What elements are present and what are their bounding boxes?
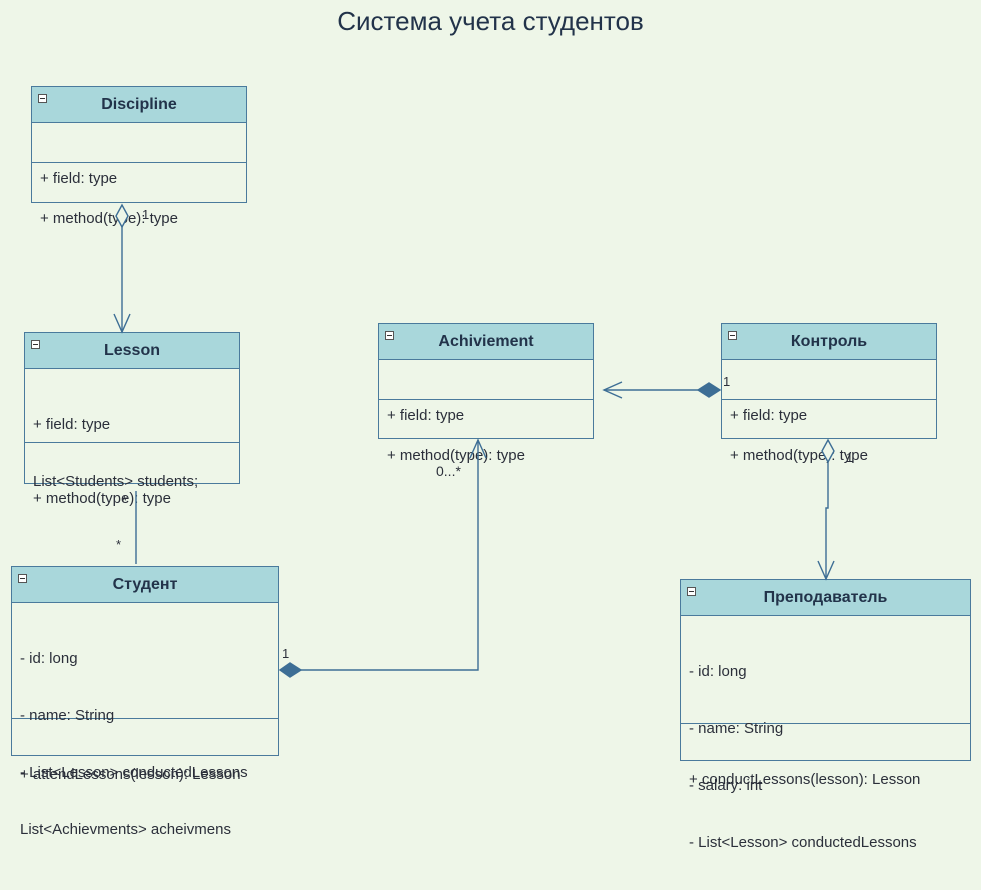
composition-diamond-icon — [278, 662, 303, 678]
arrowhead-icon — [602, 381, 623, 399]
field: - name: String — [20, 707, 115, 724]
edge-control-teacher — [825, 462, 829, 579]
edge-student-achievement — [301, 440, 479, 671]
field: - name: String — [689, 720, 784, 737]
field: + field: type — [40, 170, 118, 187]
class-name: Lesson — [103, 342, 160, 359]
class-header: Контроль — [722, 324, 936, 360]
aggregation-diamond-icon — [821, 438, 835, 464]
diagram-title: Система учета студентов — [337, 6, 644, 36]
field: List<Achievments> acheivmens — [20, 821, 231, 838]
class-name: Discipline — [101, 96, 177, 113]
arrowhead-icon — [113, 313, 131, 334]
class-name: Преподаватель — [763, 589, 888, 606]
collapse-icon[interactable] — [687, 587, 696, 596]
class-header: Achiviement — [379, 324, 593, 360]
multiplicity-label: 1 — [282, 646, 290, 661]
class-name: Achiviement — [438, 333, 534, 350]
field: List<Students> students; — [33, 473, 199, 490]
fields-section: + field: type — [379, 360, 593, 424]
class-header: Discipline — [32, 87, 246, 123]
multiplicity-label: 1 — [142, 207, 150, 222]
aggregation-diamond-icon — [115, 203, 129, 229]
collapse-icon[interactable] — [31, 340, 40, 349]
class-name: Контроль — [790, 333, 868, 350]
collapse-icon[interactable] — [38, 94, 47, 103]
method: + method(type): type — [33, 490, 171, 507]
class-lesson[interactable]: Lesson + field: type List<Students> stud… — [24, 332, 240, 507]
field: - id: long — [689, 663, 747, 680]
methods-section: + method(type): type — [379, 400, 593, 464]
relations-layer — [113, 203, 835, 678]
collapse-icon[interactable] — [728, 331, 737, 340]
fields-section: + field: type — [722, 360, 936, 424]
methods-section: + method(type): type — [25, 443, 239, 507]
collapse-icon[interactable] — [385, 331, 394, 340]
methods-section: + method(type): type — [722, 400, 936, 464]
field: - List<Lesson> conductedLessons — [689, 834, 917, 851]
multiplicity-label: 1 — [846, 450, 854, 465]
class-student[interactable]: Студент - id: long - name: String - List… — [11, 566, 279, 838]
class-header: Преподаватель — [681, 580, 970, 616]
composition-diamond-icon — [696, 382, 722, 398]
fields-section: + field: type — [32, 123, 246, 187]
field: + field: type — [730, 407, 808, 424]
method: + method(type): type — [387, 447, 525, 464]
method: + method(type): type — [730, 447, 868, 464]
class-name: Студент — [112, 576, 178, 593]
field: - id: long — [20, 650, 78, 667]
collapse-icon[interactable] — [18, 574, 27, 583]
field: + field: type — [33, 416, 111, 433]
class-achievement[interactable]: Achiviement + field: type + method(type)… — [378, 323, 594, 464]
class-header: Студент — [12, 567, 278, 603]
arrowhead-icon — [817, 560, 835, 581]
arrowhead-icon — [469, 438, 487, 459]
multiplicity-label: 1 — [723, 374, 731, 389]
multiplicity-label: * — [122, 493, 128, 508]
multiplicity-label: * — [116, 537, 122, 552]
class-discipline[interactable]: Discipline + field: type + method(type):… — [31, 86, 247, 227]
multiplicity-label: 0...* — [436, 463, 461, 479]
fields-section: + field: type List<Students> students; — [25, 369, 239, 490]
class-control[interactable]: Контроль + field: type + method(type): t… — [721, 323, 937, 464]
class-header: Lesson — [25, 333, 239, 369]
field: + field: type — [387, 407, 465, 424]
